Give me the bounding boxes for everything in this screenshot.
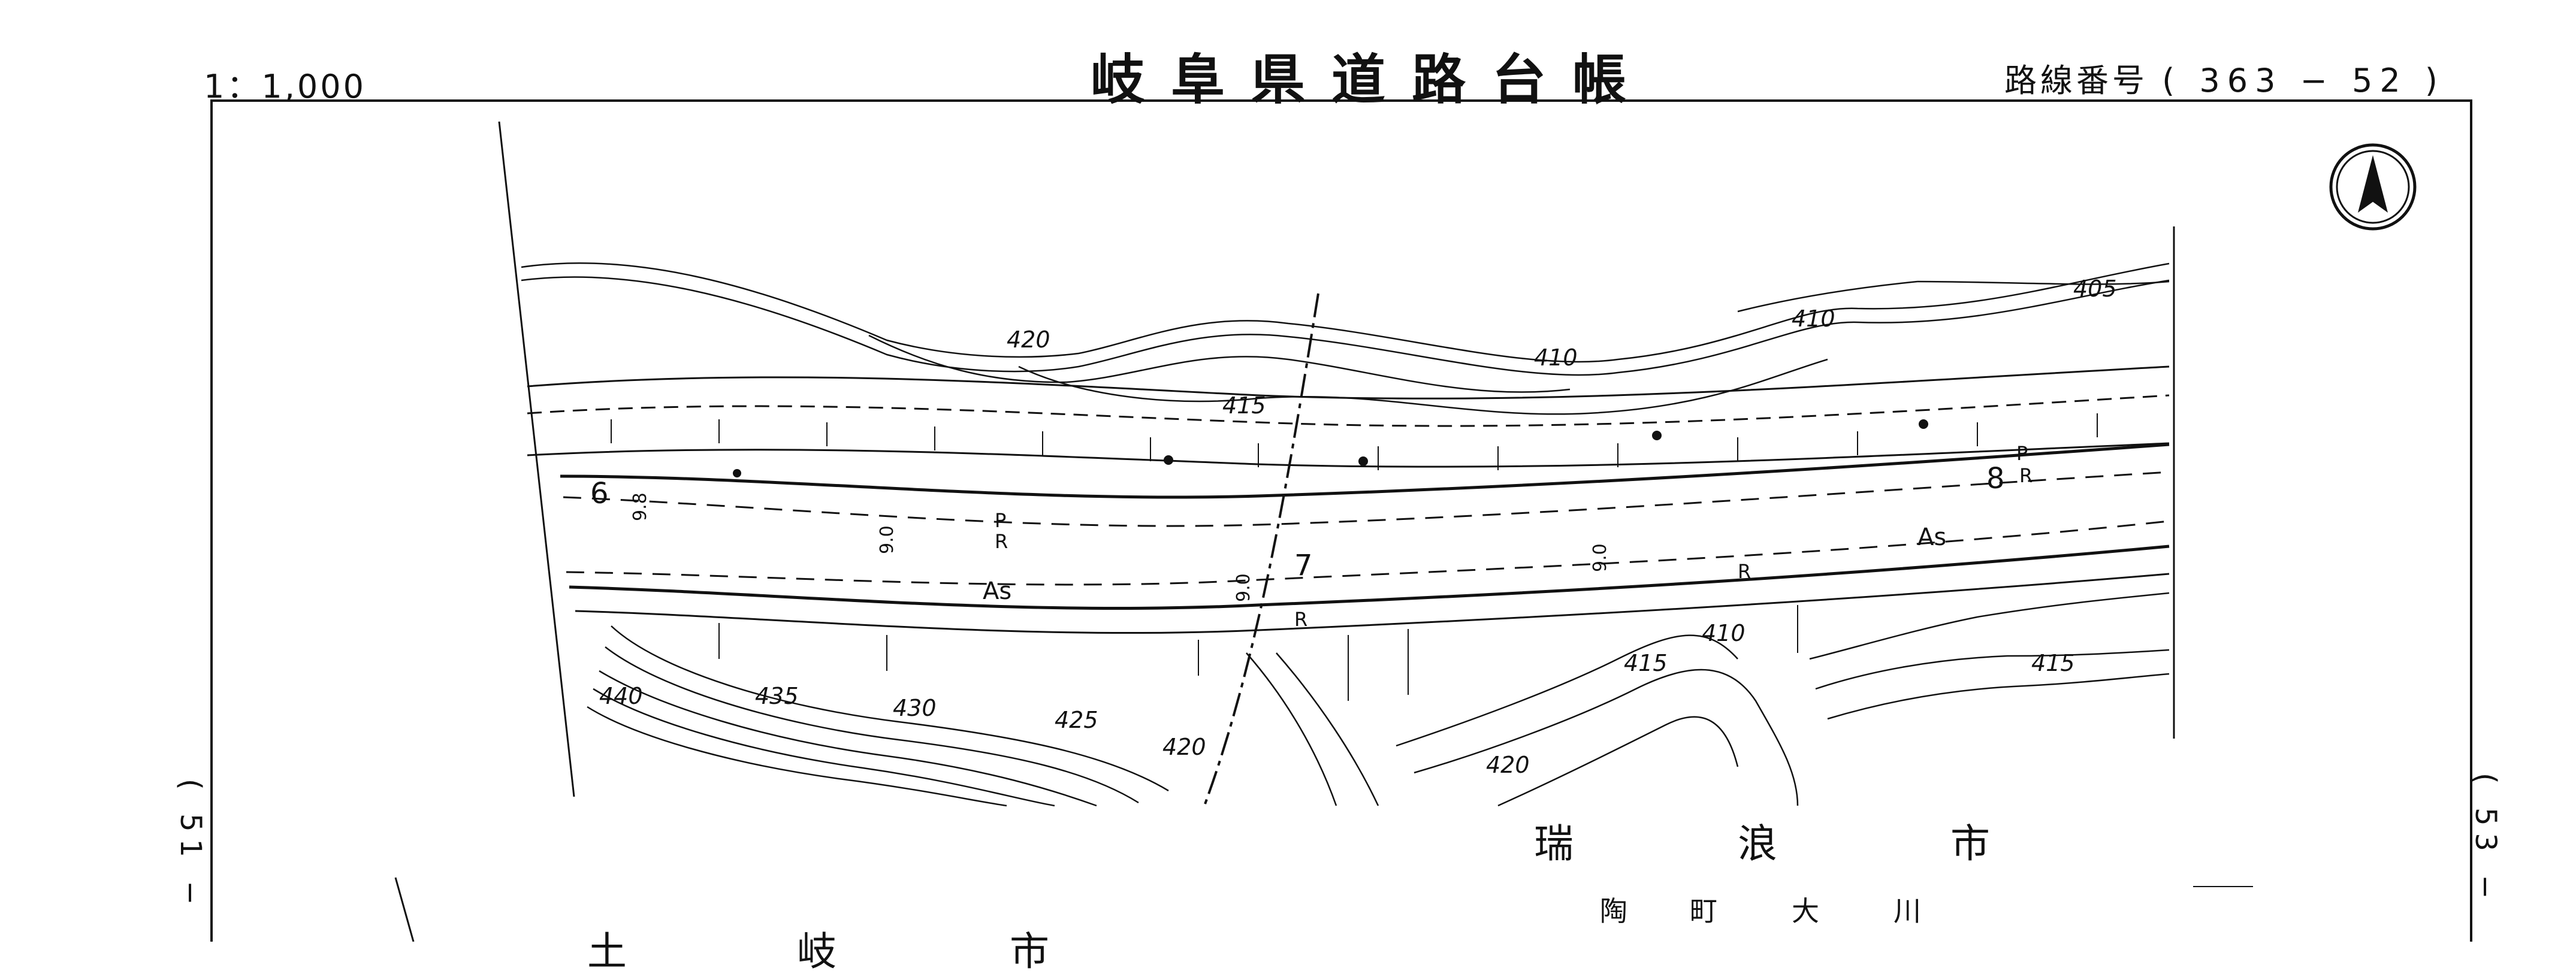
contour-label: 410 — [1702, 620, 1745, 646]
contour-label: 420 — [1486, 752, 1530, 778]
place-name-char: 土 — [587, 928, 629, 975]
contour-label: 440 — [599, 683, 643, 709]
place-name-char: 岐 — [797, 928, 839, 975]
road-mark: P — [995, 509, 1006, 532]
station-number: 7 — [1294, 549, 1313, 582]
left-cut-line — [498, 121, 575, 797]
width-label: 9.8 — [630, 492, 651, 521]
road-mark: P — [2016, 442, 2028, 465]
contour-label: 420 — [1007, 326, 1050, 353]
road-plan-map: 420 415 410 405 410 440 435 430 425 420 … — [210, 99, 2472, 942]
road-mark: R — [2019, 464, 2033, 487]
contour-label: 435 — [755, 683, 799, 709]
station-number: 8 — [1986, 462, 2005, 495]
sheet-frame — [210, 99, 2472, 942]
station-number-layer: 6 7 8 — [590, 462, 2005, 582]
contour-label: 405 — [2073, 276, 2117, 302]
route-number: 路線番号 ( 363 − 52 ) — [2004, 54, 2445, 101]
station-number: 6 — [590, 477, 609, 510]
contour-label: 425 — [1055, 707, 1098, 733]
town-name-char: 陶 — [1600, 895, 1627, 927]
north-contours — [521, 262, 2170, 415]
parcel-line — [394, 877, 415, 942]
town-name-char: 川 — [1894, 895, 1921, 927]
south-contours — [587, 592, 2170, 807]
previous-sheet-ref: ( 51 − — [174, 779, 207, 912]
station-markers — [733, 419, 1928, 477]
width-label: 9.0 — [1590, 543, 1611, 572]
surface-label: As — [983, 577, 1011, 605]
road-mark-layer: P R R P R R — [995, 442, 2033, 631]
route-number-label: 路線番号 — [2004, 62, 2148, 99]
town-name-char: 町 — [1690, 895, 1717, 927]
next-sheet-ref: ( 53 − — [2469, 773, 2502, 906]
contour-label: 415 — [1624, 650, 1668, 676]
contour-label: 415 — [1222, 392, 1266, 419]
place-name-char: 市 — [1950, 821, 1992, 867]
map-label-layer: 420 415 410 405 410 440 435 430 425 420 … — [599, 276, 2117, 778]
north-arrow-icon — [2329, 143, 2417, 231]
roadside-ticks — [611, 413, 2098, 701]
route-number-value: ( 363 − 52 ) — [2162, 62, 2445, 99]
contour-label: 410 — [1792, 305, 1835, 332]
contour-label: 415 — [2031, 650, 2075, 676]
place-name-char: 浪 — [1738, 821, 1780, 867]
map-scale: 1：1,000 — [204, 68, 366, 105]
place-name-char: 市 — [1010, 928, 1052, 975]
road-mark: R — [995, 530, 1008, 553]
roadway — [527, 365, 2170, 634]
width-label-layer: 9.8 9.0 9.0 9.0 — [630, 492, 1611, 602]
width-label: 9.0 — [877, 525, 898, 554]
road-mark: R — [1294, 608, 1307, 631]
contour-label: 420 — [1162, 734, 1206, 760]
surface-label: As — [1917, 524, 1946, 551]
road-mark: R — [1738, 560, 1751, 583]
contour-label: 430 — [893, 695, 937, 721]
place-name-char: 瑞 — [1534, 821, 1576, 867]
survey-line — [1203, 293, 1319, 806]
width-label: 9.0 — [1233, 573, 1254, 602]
town-name-char: 大 — [1792, 895, 1819, 927]
contour-label: 410 — [1534, 344, 1578, 371]
